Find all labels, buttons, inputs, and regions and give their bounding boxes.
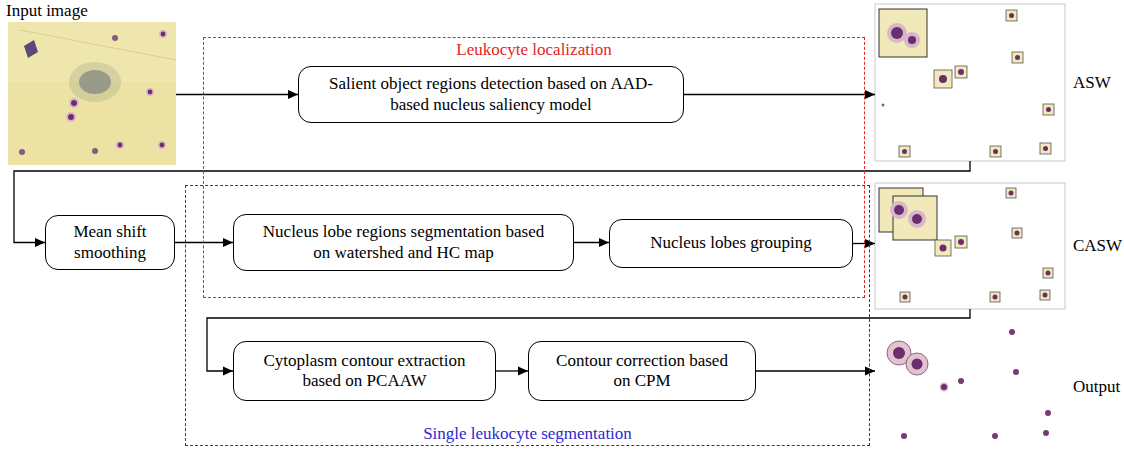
process-box: Mean shift smoothing <box>45 215 175 270</box>
box-text: Contour correction based on CPM <box>555 351 729 392</box>
arrow-head <box>865 90 875 99</box>
arrow-head <box>223 367 233 376</box>
arrow-line <box>684 94 875 95</box>
flow-arrow <box>176 90 298 99</box>
flow-arrow <box>574 238 609 247</box>
box-text: Cytoplasm contour extraction based on PC… <box>250 351 479 392</box>
arrow-head <box>865 239 875 248</box>
arrow-head <box>518 367 528 376</box>
region-title: Single leukocyte segmentation <box>186 424 869 444</box>
dashed-region: Single leukocyte segmentation Cytoplasm c… <box>185 185 870 446</box>
image-label: ASW <box>1073 73 1111 93</box>
box-text: Mean shift smoothing <box>58 222 162 263</box>
flow-arrow <box>853 239 875 248</box>
flow-arrow <box>175 238 233 247</box>
process-box: Cytoplasm contour extraction based on PC… <box>233 341 496 401</box>
arrow-head <box>35 238 45 247</box>
box-text: Nucleus lobe regions segmentation based … <box>260 222 547 263</box>
asw-image <box>875 4 1065 161</box>
image-label: Input image <box>6 1 88 21</box>
box-text: Nucleus lobes grouping <box>650 233 811 253</box>
image-panel: ASW <box>875 4 1065 161</box>
flow-arrow <box>756 367 875 376</box>
casw-image <box>875 183 1065 309</box>
arrow-line <box>756 370 875 371</box>
flow-arrow <box>684 90 875 99</box>
process-box: Nucleus lobe regions segmentation based … <box>233 214 574 271</box>
output-image <box>875 326 1065 447</box>
box-text: Salient object regions detection based o… <box>321 74 661 115</box>
image-panel: Input image <box>6 2 176 165</box>
arrow-head <box>865 367 875 376</box>
arrow-head <box>288 90 298 99</box>
process-box: Nucleus lobes grouping <box>609 219 853 268</box>
arrow-head <box>223 238 233 247</box>
image-label: CASW <box>1073 236 1122 256</box>
image-panel: CASW <box>875 183 1065 309</box>
arrow-line <box>176 94 298 95</box>
arrow-head <box>599 238 609 247</box>
region-title: Leukocyte localization <box>204 40 864 60</box>
input-micrograph <box>8 22 176 165</box>
image-label: Output <box>1073 377 1120 397</box>
process-box: Salient object regions detection based o… <box>298 66 684 123</box>
process-box: Contour correction based on CPM <box>528 341 756 401</box>
flow-arrow <box>496 367 528 376</box>
dashed-region: Leukocyte localizationSalient object reg… <box>203 37 865 298</box>
image-panel: Output <box>875 326 1065 447</box>
